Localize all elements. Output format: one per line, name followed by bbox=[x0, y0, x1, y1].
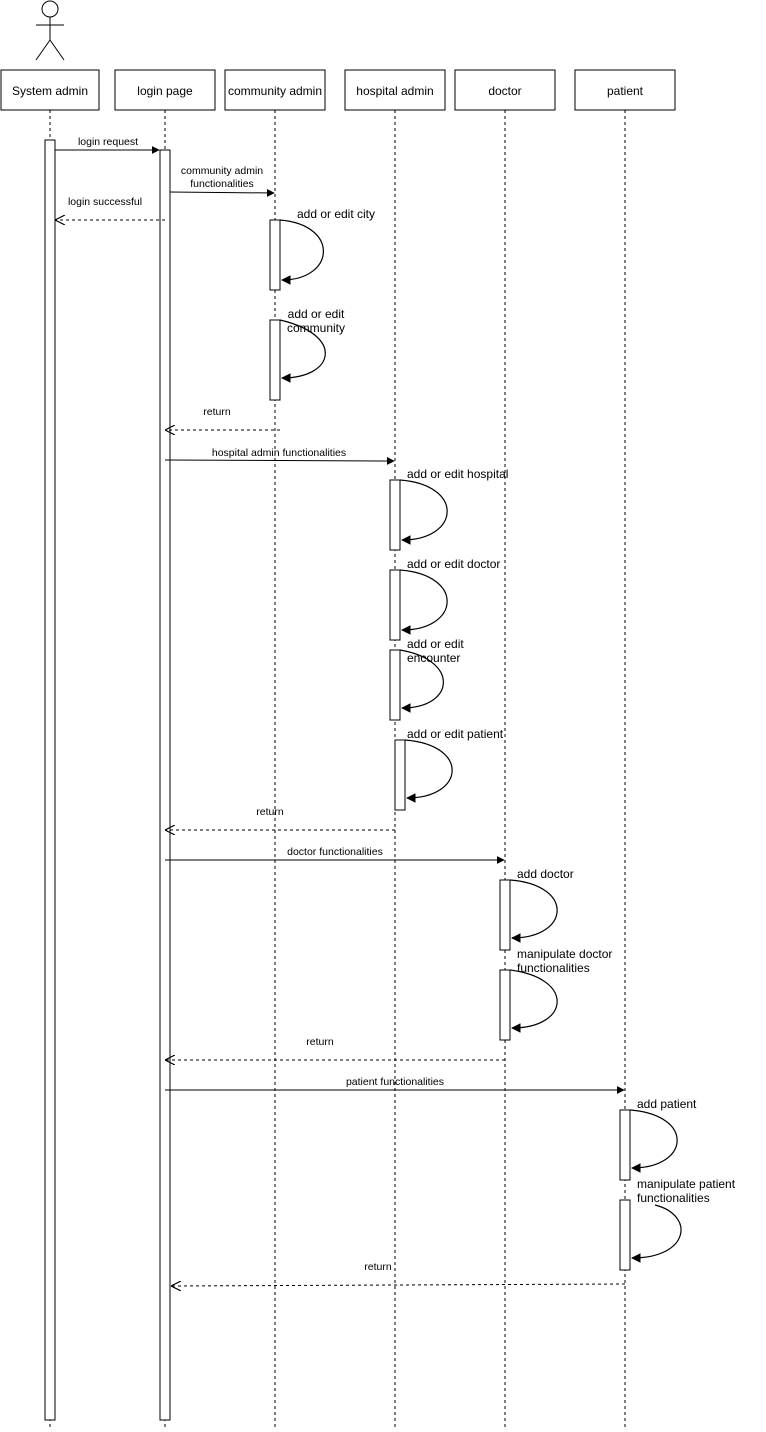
participant-system-admin: System admin bbox=[0, 69, 100, 111]
self-call-label: add or edit doctor bbox=[407, 557, 500, 571]
participant-hospital-admin: hospital admin bbox=[344, 69, 446, 111]
message-label: return bbox=[203, 406, 231, 418]
participant-label: doctor bbox=[488, 84, 521, 98]
self-call-label: functionalities bbox=[637, 1191, 710, 1205]
return-arrow bbox=[172, 1284, 626, 1286]
message-label: doctor functionalities bbox=[287, 846, 383, 858]
activation-bar bbox=[389, 649, 401, 721]
self-call-arrow bbox=[279, 219, 324, 285]
self-call-label: encounter bbox=[407, 651, 460, 665]
participant-label: System admin bbox=[12, 84, 88, 98]
self-call-arrow bbox=[399, 569, 448, 635]
activation-bar bbox=[619, 1109, 631, 1181]
self-call-label: add or edit city bbox=[297, 207, 375, 221]
message-label: functionalities bbox=[190, 178, 254, 190]
self-call-label: manipulate patient bbox=[637, 1177, 736, 1191]
activation-bar bbox=[269, 219, 281, 291]
participant-community-admin: community admin bbox=[224, 69, 326, 111]
self-call-label: add or edit bbox=[288, 307, 345, 321]
activation-bar bbox=[159, 149, 171, 1421]
message-arrow bbox=[164, 456, 395, 465]
participant-label: login page bbox=[137, 84, 193, 98]
participant-doctor: doctor bbox=[454, 69, 556, 111]
self-call-label: add or edit bbox=[407, 637, 464, 651]
self-call-arrow bbox=[404, 739, 453, 803]
message-label: return bbox=[306, 1036, 334, 1048]
activation-bar bbox=[389, 569, 401, 641]
message-label: hospital admin functionalities bbox=[212, 447, 346, 459]
message-label: community admin bbox=[181, 165, 263, 177]
message-label: login request bbox=[78, 136, 138, 148]
message-label: return bbox=[364, 1261, 392, 1273]
message-label: patient functionalities bbox=[346, 1076, 444, 1088]
actor-icon bbox=[35, 0, 65, 61]
self-call-label: add patient bbox=[637, 1097, 697, 1111]
message-label: login successful bbox=[68, 196, 142, 208]
participant-label: community admin bbox=[228, 84, 322, 98]
self-call-arrow bbox=[509, 879, 558, 943]
self-call-arrow bbox=[629, 1109, 678, 1173]
self-call-label: functionalities bbox=[517, 961, 590, 975]
activation-bar bbox=[44, 139, 56, 1421]
self-call-arrow bbox=[631, 1204, 682, 1263]
message-arrow bbox=[169, 188, 275, 197]
participant-label: patient bbox=[607, 84, 644, 98]
self-call-label: community bbox=[287, 321, 345, 335]
participant-label: hospital admin bbox=[356, 84, 433, 98]
self-call-arrow bbox=[279, 319, 326, 383]
self-call-arrow bbox=[509, 969, 558, 1033]
activation-bar bbox=[389, 479, 401, 551]
self-call-label: manipulate doctor bbox=[517, 947, 612, 961]
self-call-label: add or edit patient bbox=[407, 727, 504, 741]
self-call-arrow bbox=[399, 649, 444, 713]
message-label: return bbox=[256, 806, 284, 818]
activation-bar bbox=[269, 319, 281, 401]
participant-patient: patient bbox=[574, 69, 676, 111]
self-call-arrow bbox=[399, 479, 448, 545]
self-call-label: add doctor bbox=[517, 867, 574, 881]
activation-bar bbox=[499, 969, 511, 1041]
activation-bar bbox=[619, 1199, 631, 1271]
activation-bar bbox=[499, 879, 511, 951]
self-call-label: add or edit hospital bbox=[407, 467, 508, 481]
activation-bar bbox=[394, 739, 406, 811]
participant-login-page: login page bbox=[114, 69, 216, 111]
